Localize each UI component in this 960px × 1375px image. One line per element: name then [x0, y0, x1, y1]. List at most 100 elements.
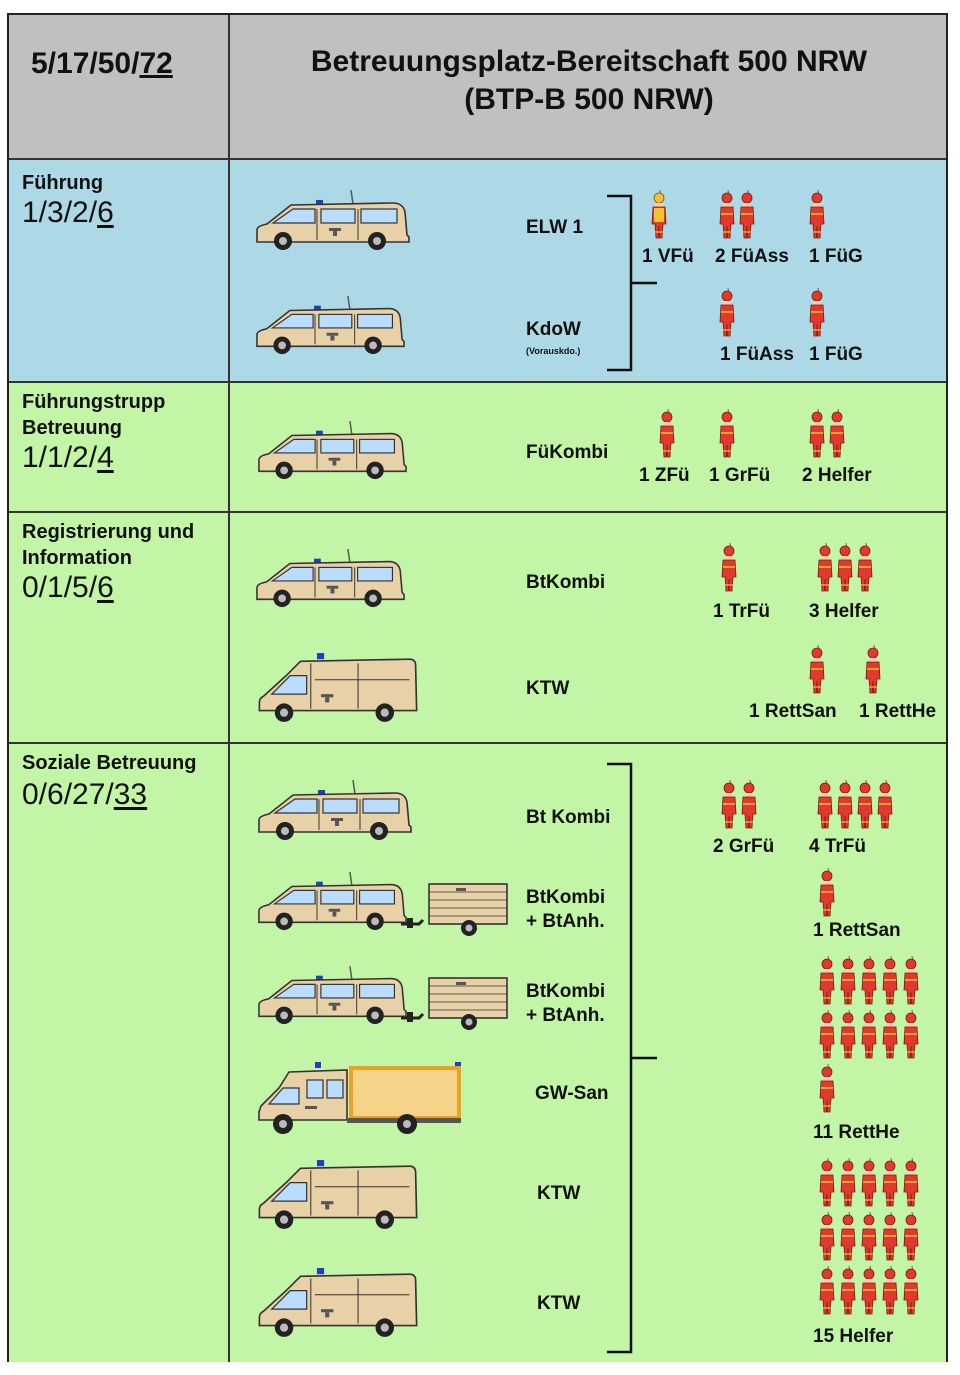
vehicle-label: FüKombi — [526, 442, 609, 463]
person-icon — [903, 1158, 919, 1208]
van-icon — [255, 780, 415, 842]
van-icon — [255, 421, 410, 481]
person-icon — [819, 1212, 835, 1262]
person-icon — [809, 288, 825, 338]
ambulance-icon — [255, 651, 420, 725]
person-icon — [819, 1010, 835, 1060]
code-total: 4 — [97, 441, 114, 474]
column-divider — [228, 160, 230, 381]
person-icon — [837, 780, 853, 830]
van-icon — [253, 549, 408, 609]
section-code: 1/1/2/4 — [22, 441, 114, 475]
vehicle-label: BtKombi + BtAnh. — [526, 980, 605, 1028]
title-line-2: (BTP-B 500 NRW) — [464, 83, 714, 116]
vehicle-label-line: BtKombi — [526, 981, 606, 1002]
person-icon — [719, 288, 735, 338]
ambulance-icon — [255, 1266, 420, 1340]
section-fuehrung: Führung 1/3/2/6 ELW 1 KdoW (Vorauskdo.) … — [9, 158, 946, 381]
person-icon — [882, 1212, 898, 1262]
personnel-label: 1 FüAss — [720, 344, 794, 365]
personnel-label: 1 GrFü — [709, 465, 771, 486]
person-icon — [809, 645, 825, 695]
trailer-icon — [401, 880, 511, 940]
vehicle-label: BtKombi + BtAnh. — [526, 886, 605, 934]
header-row: 5/17/50/72 Betreuungsplatz-Bereitschaft … — [9, 15, 946, 158]
personnel-label: 1 VFü — [642, 246, 694, 267]
personnel-label: 2 FüAss — [715, 246, 789, 267]
person-icon — [840, 956, 856, 1006]
column-divider — [228, 744, 230, 1362]
table-frame: 5/17/50/72 Betreuungsplatz-Bereitschaft … — [7, 13, 948, 1362]
person-icon — [809, 409, 825, 459]
person-icon — [819, 1158, 835, 1208]
person-icon — [659, 409, 675, 459]
person-icon — [651, 190, 667, 240]
person-icon — [882, 1266, 898, 1316]
person-icon — [840, 1158, 856, 1208]
vehicle-label: ELW 1 — [526, 217, 584, 238]
ambulance-icon — [255, 1158, 420, 1232]
person-icon — [840, 1212, 856, 1262]
personnel-label: 1 FüG — [809, 246, 863, 267]
person-icon — [861, 1212, 877, 1262]
section-title-line: Registrierung und — [22, 521, 195, 543]
van-icon — [253, 190, 413, 252]
title-line-1: Betreuungsplatz-Bereitschaft 500 NRW — [310, 45, 868, 78]
person-icon — [861, 956, 877, 1006]
personnel-label: 4 TrFü — [809, 836, 867, 857]
page-title: Betreuungsplatz-Bereitschaft 500 NRW (BT… — [230, 43, 948, 119]
personnel-label: 1 FüG — [809, 344, 863, 365]
code-total: 6 — [97, 196, 114, 229]
section-title-line: Information — [22, 547, 132, 569]
person-icon — [809, 190, 825, 240]
section-title: Führung — [22, 172, 104, 194]
section-title: Registrierung und Information — [22, 519, 194, 571]
personnel-label: 15 Helfer — [813, 1326, 894, 1347]
code-total: 6 — [97, 571, 114, 604]
total-strength-code: 5/17/50/72 — [31, 47, 173, 81]
person-icon — [882, 956, 898, 1006]
section-soziale-betreuung: Soziale Betreuung 0/6/27/33 Bt Kombi BtK… — [9, 742, 946, 1362]
person-icon — [741, 780, 757, 830]
person-icon — [857, 543, 873, 593]
personnel-label: 2 Helfer — [802, 465, 872, 486]
person-icon — [877, 780, 893, 830]
van-icon — [255, 966, 410, 1026]
trailer-icon — [401, 974, 511, 1034]
person-icon — [819, 1266, 835, 1316]
person-icon — [903, 1212, 919, 1262]
vehicle-label: GW-San — [535, 1083, 609, 1104]
code-plain: 1/3/2/ — [22, 196, 98, 229]
vehicle-label: Bt Kombi — [526, 807, 611, 828]
vehicle-label-line: + BtAnh. — [526, 911, 605, 932]
column-divider — [228, 15, 230, 158]
vehicle-label-line: BtKombi — [526, 887, 606, 908]
code-plain: 0/1/5/ — [22, 571, 98, 604]
personnel-label: 1 TrFü — [713, 601, 771, 622]
person-icon — [882, 1010, 898, 1060]
vehicle-label: BtKombi — [526, 572, 606, 593]
section-title: Soziale Betreuung — [22, 752, 197, 774]
person-icon — [721, 780, 737, 830]
section-fuehrungstrupp: Führungstrupp Betreuung 1/1/2/4 FüKombi … — [9, 381, 946, 511]
personnel-label: 3 Helfer — [809, 601, 879, 622]
person-icon — [903, 1266, 919, 1316]
section-code: 0/6/27/33 — [22, 778, 147, 812]
person-icon — [903, 1010, 919, 1060]
column-divider — [228, 513, 230, 742]
brace-icon — [607, 194, 657, 372]
brace-icon — [607, 762, 657, 1354]
vehicle-label: KTW — [526, 678, 570, 699]
personnel-label: 1 RettSan — [749, 701, 837, 722]
van-icon — [253, 296, 408, 356]
column-divider — [228, 383, 230, 511]
person-icon — [857, 780, 873, 830]
section-code: 1/3/2/6 — [22, 196, 114, 230]
personnel-label: 1 RettSan — [813, 920, 901, 941]
person-icon — [819, 1064, 835, 1114]
person-icon — [829, 409, 845, 459]
vehicle-label-line: + BtAnh. — [526, 1005, 605, 1026]
person-icon — [840, 1010, 856, 1060]
person-icon — [882, 1158, 898, 1208]
code-plain: 5/17/50/ — [31, 47, 140, 80]
